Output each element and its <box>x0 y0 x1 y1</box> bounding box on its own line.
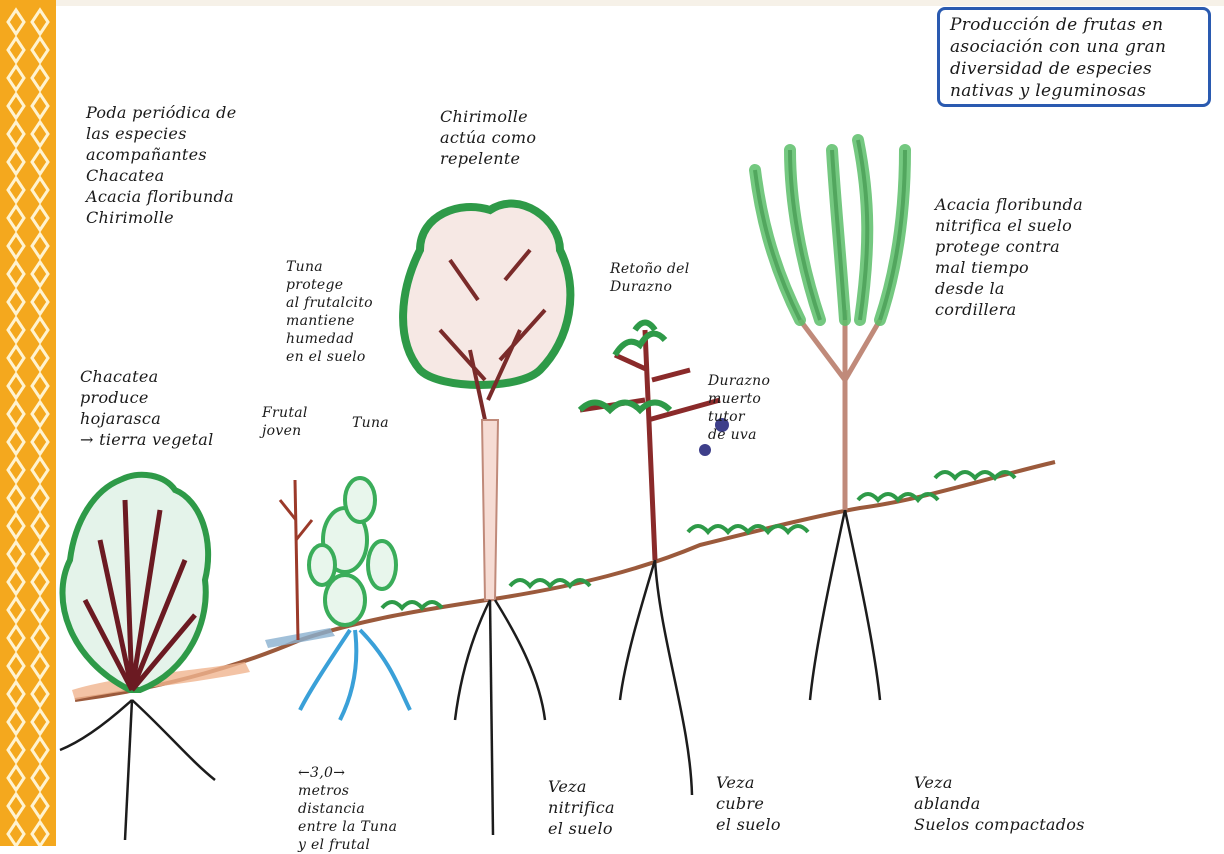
label-veza-cubre: Veza cubre el suelo <box>716 772 781 835</box>
acacia-floribunda <box>755 140 905 510</box>
chacatea-shrub <box>63 475 209 690</box>
mulch <box>265 628 335 648</box>
tuna-roots <box>300 630 410 720</box>
label-chirimolle: Chirimolle actúa como repelente <box>440 106 536 169</box>
vetch-cover <box>382 472 1015 608</box>
young-fruit-tree <box>280 480 312 640</box>
label-distancia: ←3,0→ metros distancia entre la Tuna y e… <box>298 764 397 854</box>
label-tuna: Tuna <box>352 414 389 432</box>
label-chacatea: Chacatea produce hojarasca → tierra vege… <box>80 366 214 450</box>
title-text: Producción de frutas en asociación con u… <box>950 14 1198 102</box>
label-poda: Poda periódica de las especies acompañan… <box>86 102 236 228</box>
label-veza-nitrifica: Veza nitrifica el suelo <box>548 776 615 839</box>
label-frutal-joven: Frutal joven <box>262 404 308 440</box>
label-acacia: Acacia floribunda nitrifica el suelo pro… <box>935 194 1083 320</box>
title-box: Producción de frutas en asociación con u… <box>937 7 1211 107</box>
label-veza-ablanda: Veza ablanda Suelos compactados <box>914 772 1085 835</box>
label-retono: Retoño del Durazno <box>610 260 690 296</box>
chirimolle-tree <box>403 204 570 600</box>
tuna-cactus <box>309 478 396 625</box>
label-tuna-protege: Tuna protege al frutalcito mantiene hume… <box>286 258 373 366</box>
peach-tree-grape <box>580 323 729 561</box>
label-durazno-muerto: Durazno muerto tutor de uva <box>708 372 770 444</box>
